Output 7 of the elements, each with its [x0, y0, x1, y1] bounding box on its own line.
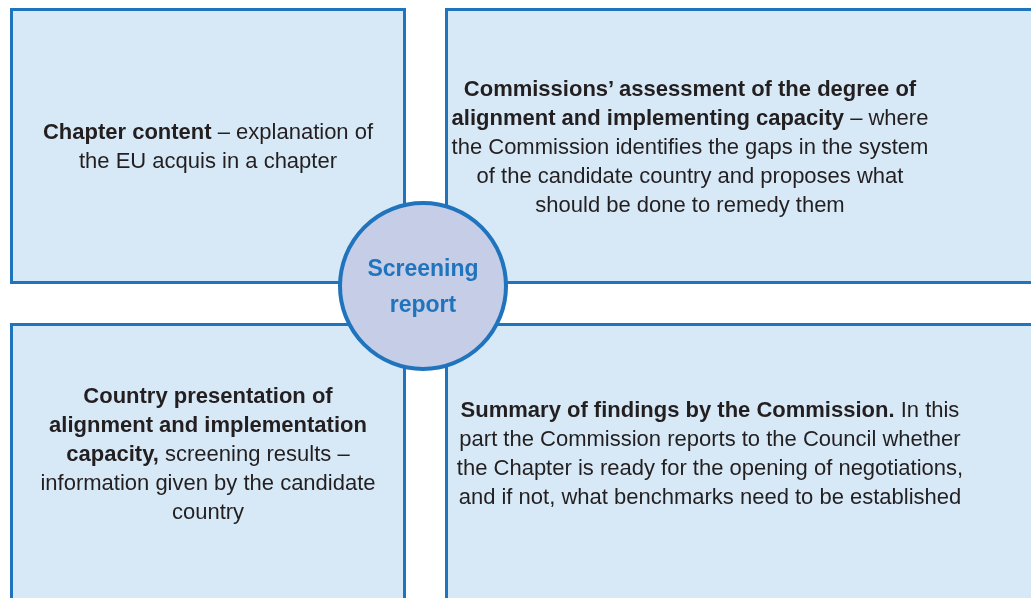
section-text: Country presentation of alignment and implementation capacity, screening results – information given by the candidate country: [39, 381, 377, 526]
section-text: Summary of findings by the Commission. In this part the Commission reports to the Council whether the Chapter is ready for the opening of negotiations, and if not, what benchmarks need to be established: [455, 396, 965, 511]
section-text: Commissions’ assessment of the degree of alignment and implementing capacity – where the Commission identifies the gaps in the system of the candidate country and proposes what should be done to remedy them: [450, 74, 930, 219]
section-box: [10, 323, 406, 598]
section-text: Chapter content – explanation of the EU acquis in a chapter: [41, 118, 375, 175]
section-box: [445, 323, 1031, 598]
center-title: Screening report: [366, 254, 480, 319]
